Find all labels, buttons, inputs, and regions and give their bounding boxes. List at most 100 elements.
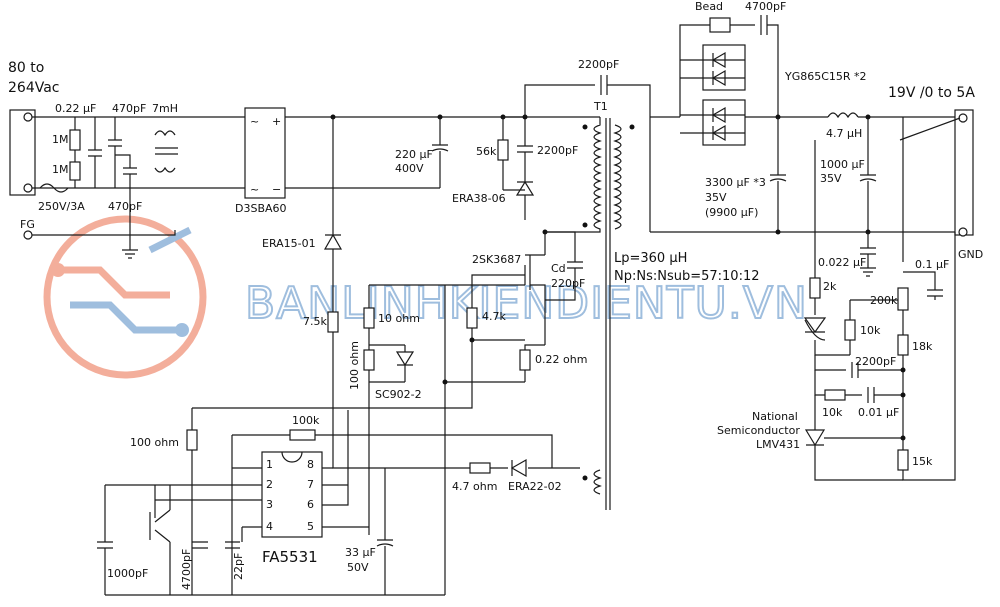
ac-input-terminal bbox=[9, 109, 36, 196]
c2-label: 470pF bbox=[112, 102, 146, 115]
resistor-100k bbox=[289, 429, 316, 441]
bridge-label: D3SBA60 bbox=[235, 202, 287, 215]
resistor-200k bbox=[897, 287, 909, 311]
bulk-cap-voltage: 400V bbox=[395, 162, 424, 175]
y-cap-label: 2200pF bbox=[578, 58, 619, 71]
start-diode-label: ERA15-01 bbox=[262, 237, 316, 250]
vcc-cap-voltage: 50V bbox=[347, 561, 369, 574]
cap-022uf bbox=[88, 117, 102, 188]
r-sense-label: 0.22 ohm bbox=[535, 353, 587, 366]
resistor-7k5 bbox=[327, 311, 339, 333]
diode-era22 bbox=[510, 458, 527, 478]
out-caps-voltage: 35V bbox=[705, 191, 727, 204]
r-100ohm-v-label: 100 ohm bbox=[348, 341, 361, 390]
aux-r-label: 4.7 ohm bbox=[452, 480, 497, 493]
watermark-logo bbox=[43, 215, 207, 379]
vcc-cap-value: 33 µF bbox=[345, 546, 376, 559]
ferrite-bead bbox=[709, 17, 731, 33]
ref-vendor-2: Semiconductor bbox=[717, 424, 800, 437]
resistor-56k bbox=[497, 139, 509, 161]
resistor-100ohm-vertical bbox=[363, 349, 375, 371]
c3-label: 470pF bbox=[108, 200, 142, 213]
shunt-regulator bbox=[804, 395, 903, 481]
r1-label: 1M bbox=[52, 133, 69, 146]
input-voltage-line2: 264Vac bbox=[8, 80, 60, 96]
snubber-c-label: 2200pF bbox=[537, 144, 578, 157]
schottky-diode-a bbox=[680, 44, 746, 91]
c1-label: 0.22 µF bbox=[55, 102, 96, 115]
ground-symbol-1 bbox=[122, 249, 138, 259]
resistor-10k-b bbox=[824, 389, 846, 401]
snubber-4700pf bbox=[679, 15, 779, 117]
cd-label-2: 220pF bbox=[551, 277, 585, 290]
resistor-2k bbox=[809, 277, 821, 299]
r2-label: 1M bbox=[52, 163, 69, 176]
c-01uf-label: 0.1 µF bbox=[915, 258, 949, 271]
resistor-1m-b bbox=[69, 161, 81, 181]
bulk-capacitor bbox=[431, 117, 449, 188]
transistor bbox=[149, 485, 171, 543]
fuse-symbol bbox=[39, 183, 69, 193]
choke-label: 7mH bbox=[152, 102, 178, 115]
resistor-10k bbox=[844, 319, 856, 341]
l-out-label: 4.7 µH bbox=[826, 127, 862, 140]
c-022uf-label: 0.022 µF bbox=[818, 256, 866, 269]
optocoupler bbox=[803, 317, 827, 341]
resistor-1m-a bbox=[69, 129, 81, 151]
sec-snub-c-label: 4700pF bbox=[745, 0, 786, 13]
r-15k-label: 15k bbox=[912, 455, 933, 468]
svg-text:−: − bbox=[272, 183, 281, 196]
out-caps-total: (9900 µF) bbox=[705, 206, 758, 219]
diode-era15 bbox=[323, 117, 343, 312]
c-1000pf-label: 1000pF bbox=[107, 567, 148, 580]
transformer-name: T1 bbox=[593, 100, 608, 113]
resistor-15k bbox=[897, 449, 909, 471]
out-caps-value: 3300 µF *3 bbox=[705, 176, 766, 189]
gnd-label: GND bbox=[958, 248, 983, 261]
cap-470pf-a bbox=[108, 117, 122, 188]
resistor-4k7 bbox=[466, 307, 478, 329]
input-voltage-line1: 80 to bbox=[8, 60, 44, 76]
pin-8: 8 bbox=[307, 458, 314, 471]
r-10k-label: 10k bbox=[860, 324, 881, 337]
transformer-ratio: Np:Ns:Nsub=57:10:12 bbox=[614, 269, 760, 284]
common-mode-choke bbox=[150, 116, 178, 189]
r-100ohm-label: 100 ohm bbox=[130, 436, 179, 449]
pin-1: 1 bbox=[266, 458, 273, 471]
pin-2: 2 bbox=[266, 478, 273, 491]
pin-3: 3 bbox=[266, 498, 273, 511]
ref-vendor-3: LMV431 bbox=[756, 438, 800, 451]
diode-era38 bbox=[503, 175, 535, 220]
pin-7: 7 bbox=[307, 478, 314, 491]
resistor-10ohm bbox=[363, 307, 375, 329]
snubber-d-label: ERA38-06 bbox=[452, 192, 506, 205]
c-4700pf-label: 4700pF bbox=[180, 549, 193, 590]
fuse-label: 250V/3A bbox=[38, 200, 85, 213]
inductor-4k7uh bbox=[827, 112, 960, 119]
fg-terminal bbox=[23, 230, 33, 240]
cap-470pf-b bbox=[115, 154, 137, 250]
bead-label: Bead bbox=[695, 0, 723, 13]
transformer-lp: Lp=360 µH bbox=[614, 251, 687, 266]
zener-label: SC902-2 bbox=[375, 388, 422, 401]
pin-5: 5 bbox=[307, 520, 314, 533]
r-10ohm-label: 10 ohm bbox=[378, 312, 420, 325]
pin-4: 4 bbox=[266, 520, 273, 533]
transformer-t1 bbox=[545, 117, 635, 510]
svg-text:+: + bbox=[272, 115, 281, 128]
output-terminal bbox=[954, 109, 974, 237]
bulk-cap-value: 220 µF bbox=[395, 148, 433, 161]
c-2200pf-label: 2200pF bbox=[855, 355, 896, 368]
c-out-voltage: 35V bbox=[820, 172, 842, 185]
fg-label: FG bbox=[20, 218, 35, 231]
bridge-rectifier: ~ + ~ − bbox=[244, 107, 286, 199]
resistor-18k bbox=[897, 334, 909, 356]
ref-vendor-1: National bbox=[752, 410, 798, 423]
r-7k5-label: 7.5k bbox=[303, 315, 327, 328]
r-18k-label: 18k bbox=[912, 340, 933, 353]
r-10k-b-label: 10k bbox=[822, 406, 843, 419]
c-001uf-label: 0.01 µF bbox=[858, 406, 899, 419]
c-out-value: 1000 µF bbox=[820, 158, 865, 171]
r-2k-label: 2k bbox=[823, 280, 837, 293]
svg-text:~: ~ bbox=[250, 115, 259, 128]
